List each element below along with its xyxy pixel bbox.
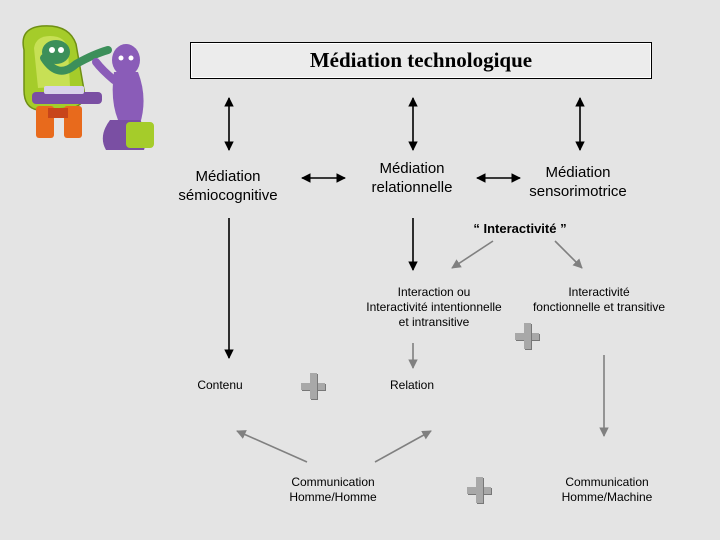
diagram-title: Médiation technologique — [309, 48, 533, 72]
plus-icon — [301, 373, 329, 401]
node-fonctionnelle-line1: Interactivité — [568, 285, 630, 299]
node-interactivite: “ Interactivité ” — [473, 221, 567, 236]
arrow-comm-hh-contenu — [236, 430, 308, 463]
clay-figures-computer-illustration — [22, 25, 154, 150]
arrow-comm-hh-relation — [374, 430, 432, 463]
node-intentionnelle-line1: Interaction ou — [397, 285, 471, 299]
node-fonctionnelle-line2: fonctionnelle et transitive — [532, 300, 666, 314]
node-intentionnelle: Interaction ou Interactivité intentionne… — [355, 285, 513, 330]
node-sensorimotrice-line1: Médiation — [545, 164, 611, 181]
node-intentionnelle-line2: Interactivité intentionnelle — [366, 300, 502, 314]
title-box: Médiation technologique — [190, 42, 652, 79]
node-comm-hm-line2: Homme/Machine — [561, 490, 653, 504]
node-relationnelle: Médiation relationnelle — [352, 160, 472, 198]
node-semiocognitive-line1: Médiation — [195, 168, 261, 185]
node-relationnelle-line2: relationnelle — [371, 178, 453, 196]
node-semiocognitive-line2: sémiocognitive — [178, 186, 278, 204]
node-contenu: Contenu — [197, 378, 243, 392]
plus-icon — [515, 323, 543, 351]
node-comm-hm-line1: Communication — [565, 475, 649, 489]
node-comm-hm: Communication Homme/Machine — [550, 475, 664, 505]
node-sensorimotrice-line2: sensorimotrice — [529, 182, 627, 200]
node-comm-hh-line2: Homme/Homme — [289, 490, 377, 504]
arrow-interactivite-intentionnelle — [451, 240, 494, 269]
node-comm-hh: Communication Homme/Homme — [278, 475, 388, 505]
plus-icon — [467, 477, 495, 505]
node-sensorimotrice: Médiation sensorimotrice — [516, 164, 640, 202]
node-fonctionnelle: Interactivité fonctionnelle et transitiv… — [522, 285, 676, 315]
node-intentionnelle-line3: et intransitive — [398, 315, 470, 329]
arrow-interactivite-fonctionnelle — [554, 240, 583, 269]
node-relationnelle-line1: Médiation — [379, 160, 445, 177]
node-relation: Relation — [389, 378, 435, 392]
node-semiocognitive: Médiation sémiocognitive — [166, 168, 290, 206]
node-comm-hh-line1: Communication — [291, 475, 375, 489]
